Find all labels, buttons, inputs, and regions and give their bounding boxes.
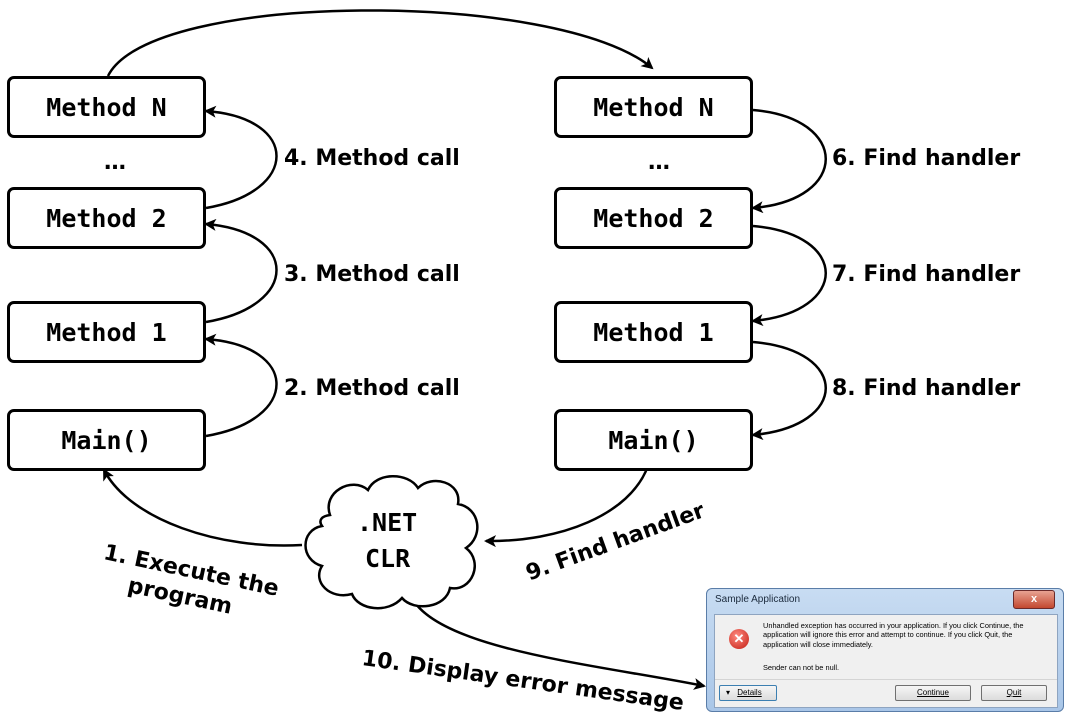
error-icon: ✕	[729, 629, 749, 649]
dialog-message: Unhandled exception has occurred in your…	[763, 621, 1024, 649]
details-button-label: Details	[737, 688, 762, 697]
arrow-step-4	[204, 105, 278, 210]
step-8-label: 8. Find handler	[832, 376, 1021, 401]
left-main-box: Main()	[7, 409, 206, 471]
arrow-step-6	[751, 108, 827, 214]
arrow-step-10	[410, 597, 706, 690]
arc-throw-transfer	[106, 9, 654, 77]
arrow-step-8	[751, 340, 827, 441]
right-method-2-box: Method 2	[554, 187, 753, 249]
step-6-label: 6. Find handler	[832, 146, 1021, 171]
step-4-label: 4. Method call	[284, 146, 460, 171]
arrow-step-9	[484, 465, 650, 548]
arrow-step-1	[102, 468, 303, 547]
right-ellipsis: …	[648, 150, 670, 175]
close-icon[interactable]: x	[1013, 590, 1055, 609]
dialog-body: ✕ Unhandled exception has occurred in yo…	[714, 614, 1058, 708]
right-method-1-box: Method 1	[554, 301, 753, 363]
quit-button[interactable]: Quit	[981, 685, 1047, 701]
right-main-box: Main()	[554, 409, 753, 471]
dialog-sender-text: Sender can not be null.	[763, 663, 840, 672]
left-method-1-box: Method 1	[7, 301, 206, 363]
clr-label-net: .NET	[357, 508, 418, 537]
chevron-down-icon: ▾	[726, 688, 731, 697]
step-7-label: 7. Find handler	[832, 262, 1021, 287]
step-2-label: 2. Method call	[284, 376, 460, 401]
arrow-step-7	[751, 224, 827, 327]
error-dialog: Sample Application x ✕ Unhandled excepti…	[706, 588, 1064, 712]
left-method-n-box: Method N	[7, 76, 206, 138]
left-ellipsis: …	[104, 150, 126, 175]
clr-label-clr: CLR	[365, 544, 411, 573]
left-method-2-box: Method 2	[7, 187, 206, 249]
arrow-step-3	[204, 218, 278, 324]
step-3-label: 3. Method call	[284, 262, 460, 287]
right-method-n-box: Method N	[554, 76, 753, 138]
arrow-step-2	[204, 333, 278, 438]
clr-cloud-shape	[304, 475, 479, 610]
dialog-title: Sample Application	[715, 594, 801, 605]
details-button[interactable]: ▾ Details	[719, 685, 777, 701]
dialog-divider	[715, 679, 1057, 680]
continue-button[interactable]: Continue	[895, 685, 971, 701]
